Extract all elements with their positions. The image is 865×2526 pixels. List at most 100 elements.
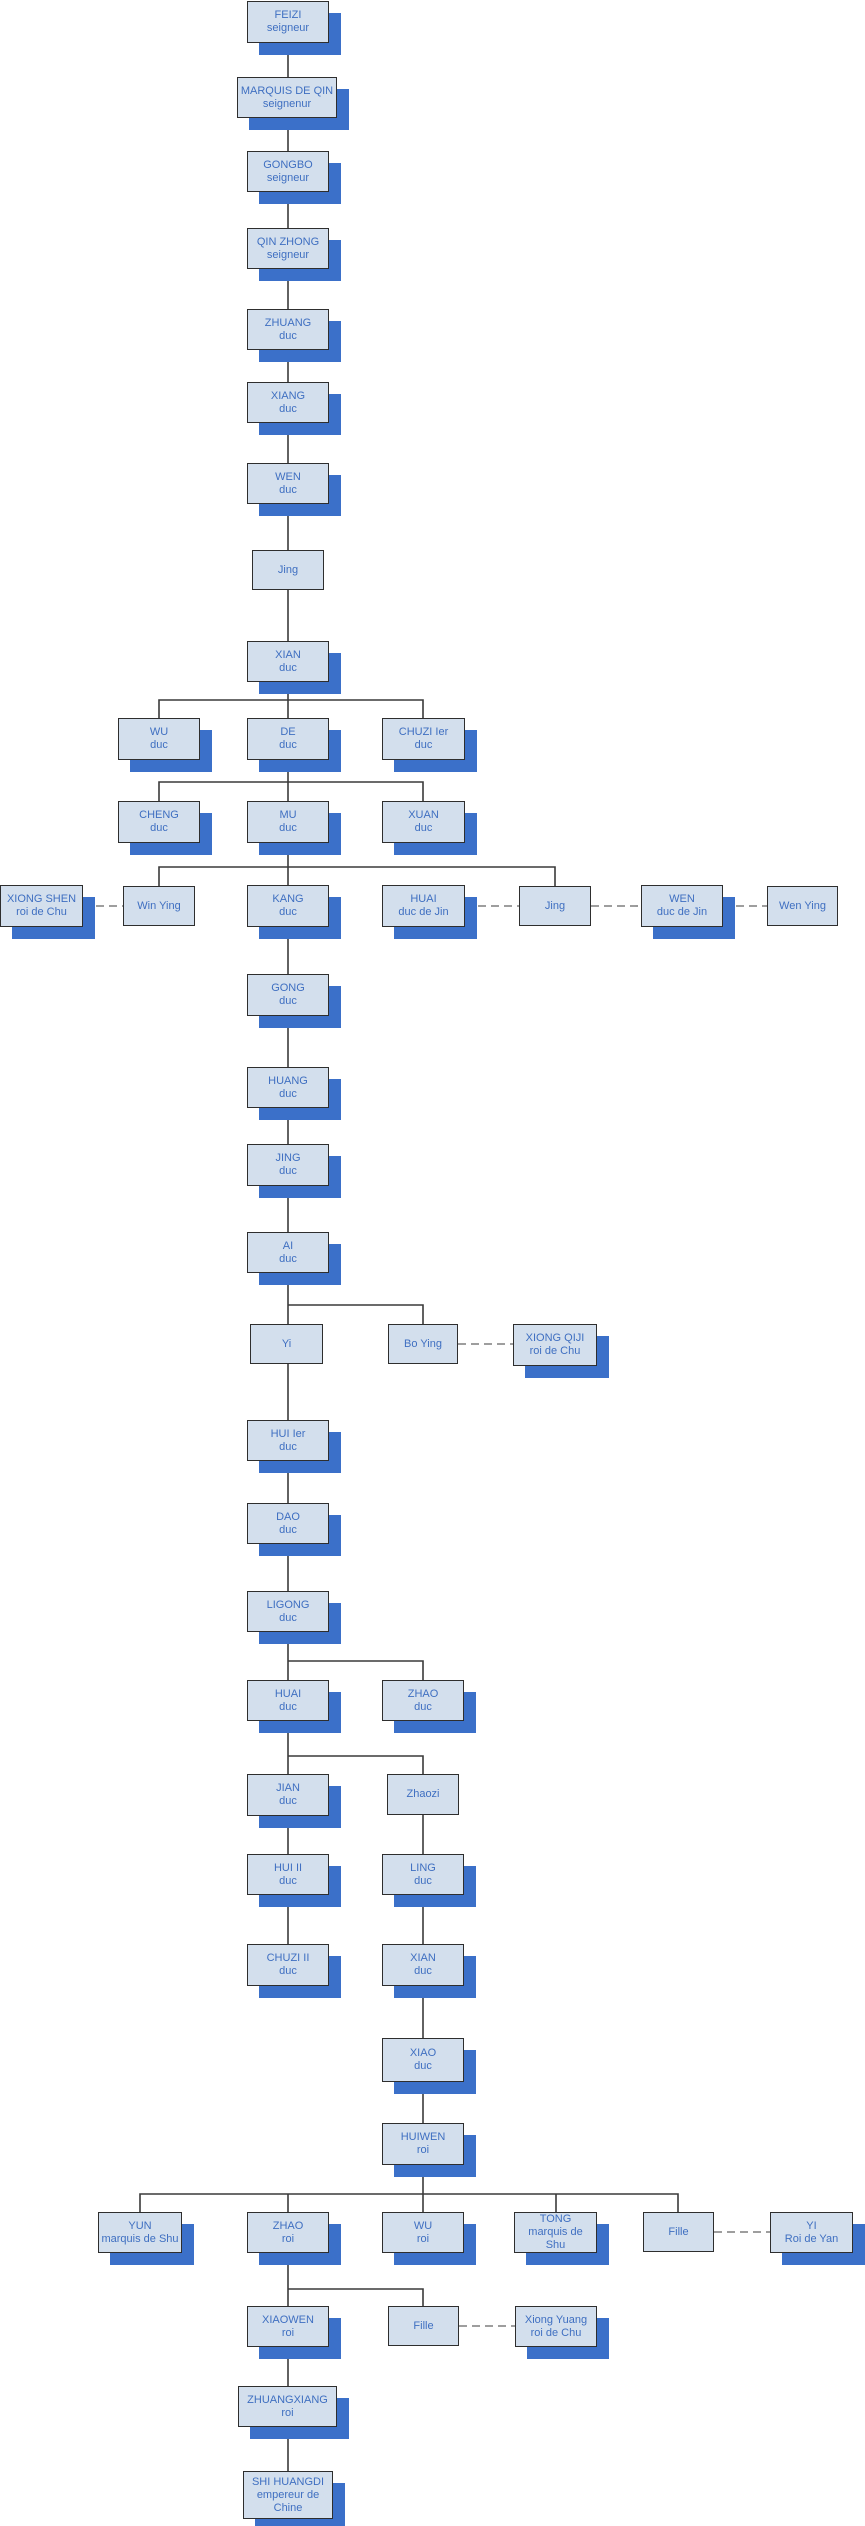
node-title: WU <box>413 2219 433 2232</box>
node-subtitle: seignenur <box>262 97 312 110</box>
node-subtitle: marquis de Shu <box>101 2232 179 2245</box>
edge-solid <box>139 2193 679 2212</box>
node-subtitle: duc <box>279 1252 297 1265</box>
node-title: XUAN <box>408 809 439 821</box>
node-subtitle: seigneur <box>266 171 310 184</box>
edge-solid <box>288 2288 424 2306</box>
node-subtitle: duc <box>279 1965 297 1977</box>
node-title: Wen Ying <box>779 899 826 912</box>
node-title: Zhaozi <box>406 1788 440 1800</box>
node-title: YUN <box>128 2219 152 2232</box>
node-subtitle: duc <box>279 1700 297 1713</box>
edge-solid <box>288 1304 424 1324</box>
node-title: ZHUANGXIANG <box>247 2393 328 2406</box>
node-subtitle: roi <box>281 2326 295 2339</box>
node-subtitle: roi <box>416 2232 430 2245</box>
node-title: GONG <box>271 982 305 994</box>
node-title: HUAI <box>274 1687 302 1700</box>
node-subtitle: duc <box>279 1523 297 1536</box>
node-title: LING <box>410 1861 436 1874</box>
node-title: LIGONG <box>266 1598 310 1611</box>
edge-solid <box>288 1755 424 1774</box>
node-subtitle: empereur de Chine <box>256 2488 320 2514</box>
node-subtitle: duc <box>414 822 433 834</box>
node-title: HUI II <box>273 1861 303 1874</box>
node-subtitle: duc <box>279 329 297 342</box>
node-subtitle: duc <box>279 1087 297 1100</box>
node-zhaozi: Zhaozi <box>387 1774 459 1815</box>
node-title: XIAN <box>410 1952 436 1964</box>
node-subtitle: roi de Chu <box>16 906 67 918</box>
node-title: Yi <box>281 1337 292 1350</box>
node-wen-ying: Wen Ying <box>767 886 838 926</box>
node-title: KANG <box>272 893 304 905</box>
node-subtitle: duc <box>279 1440 297 1453</box>
node-title: FEIZI <box>274 9 302 21</box>
node-title: XIONG QIJI <box>525 1332 585 1344</box>
node-subtitle: marquis de Shu <box>528 2226 583 2251</box>
node-title: HUIWEN <box>400 2131 446 2143</box>
node-subtitle: duc <box>414 1700 432 1713</box>
node-title: CHUZI Ier <box>398 726 449 738</box>
node-title: HUI Ier <box>270 1427 306 1440</box>
node-title: GONGBO <box>263 158 313 171</box>
node-subtitle: duc <box>279 1165 297 1177</box>
node-title: ZHAO <box>407 1687 439 1700</box>
node-subtitle: duc <box>279 483 297 496</box>
edge-solid <box>288 1660 424 1680</box>
node-subtitle: duc <box>414 1874 432 1887</box>
node-bo-ying: Bo Ying <box>388 1324 458 1364</box>
node-fille-2: Fille <box>388 2306 459 2346</box>
node-title: WU <box>149 726 169 738</box>
node-jing-fille: Jing <box>252 550 324 590</box>
node-subtitle: duc <box>279 995 297 1007</box>
node-subtitle: roi <box>281 2232 295 2245</box>
node-subtitle: roi de Chu <box>529 1345 581 1357</box>
node-title: Jing <box>277 563 299 576</box>
node-title: Fille <box>668 2225 689 2238</box>
node-yi: Yi <box>250 1324 323 1364</box>
edge-solid <box>158 781 424 801</box>
node-title: DAO <box>276 1510 300 1523</box>
node-title: TONG <box>539 2213 572 2225</box>
node-subtitle: roi de Chu <box>530 2326 582 2339</box>
node-title: Bo Ying <box>404 1337 442 1350</box>
node-title: XIANG <box>270 389 306 402</box>
node-jing-2: Jing <box>519 886 591 926</box>
node-title: JIAN <box>276 1782 300 1794</box>
